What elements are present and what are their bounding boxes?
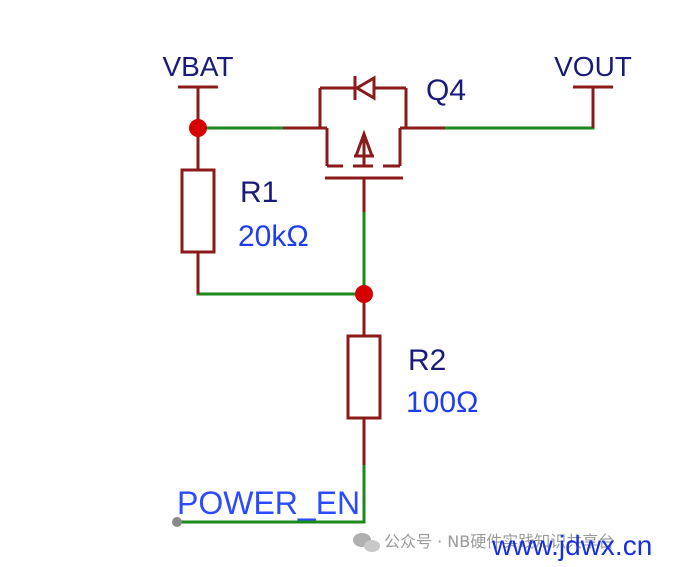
r2-designator: R2 [408, 344, 446, 377]
q4-designator: Q4 [426, 74, 466, 107]
wires [175, 126, 595, 524]
junction-dot-vbat [189, 119, 207, 137]
r1-value: 20kΩ [238, 220, 309, 253]
watermark-channel: 公众号 · NB硬件实践知识共享台 [384, 532, 614, 551]
junction-dot-gate-node [355, 285, 373, 303]
q4-diode-triangle [354, 75, 376, 101]
r1-body [180, 168, 216, 254]
power-en-pin-dot [172, 517, 182, 527]
wechat-icon [353, 533, 380, 552]
vout-label: VOUT [554, 51, 632, 82]
vbat-label: VBAT [162, 51, 233, 82]
r2-value: 100Ω [406, 386, 478, 419]
watermark-site: www.jdwx.cn [491, 530, 652, 561]
r2-body [346, 334, 382, 420]
r1-designator: R1 [240, 176, 278, 209]
component-graphics [178, 75, 613, 465]
power-en-label: POWER_EN [177, 485, 360, 521]
watermark: 公众号 · NB硬件实践知识共享台 www.jdwx.cn [353, 530, 652, 561]
